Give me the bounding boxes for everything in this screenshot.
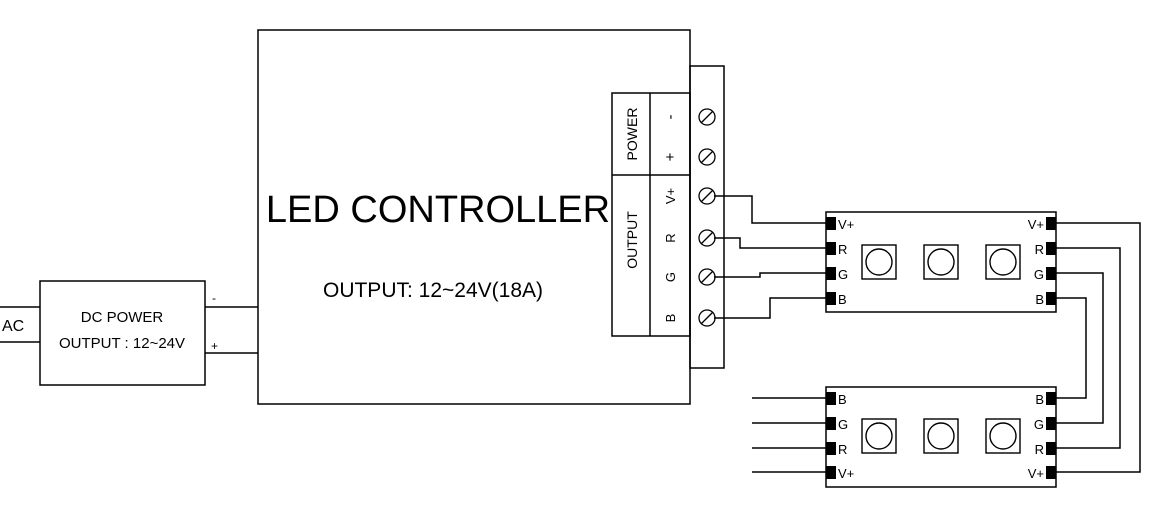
pin-label-g: G [663, 272, 678, 282]
bottom-left-pin-label: V+ [838, 466, 854, 481]
controller-to-strip-wires [714, 195, 826, 319]
led-chip-icon [985, 418, 1021, 454]
led-chip-icon [923, 418, 959, 454]
bottom-left-pin-label: G [838, 417, 848, 432]
ac-input: AC [0, 306, 40, 343]
led-chip-icon [985, 244, 1021, 280]
pad-top-left-g [826, 267, 836, 280]
pad-top-right-b [1046, 292, 1056, 305]
bottom-right-pin-label: B [1035, 392, 1044, 407]
dc-power-output: OUTPUT : 12~24V [59, 335, 185, 352]
top-right-pin-label: G [1034, 267, 1044, 282]
bottom-left-pin-label: R [838, 442, 847, 457]
screw-vplus-icon [698, 187, 716, 205]
screw-minus-icon [698, 108, 716, 126]
screw-plus-icon [698, 148, 716, 166]
top-left-pin-label: R [838, 242, 847, 257]
strip-link-wires [1056, 222, 1141, 473]
output-group-label: OUTPUT [624, 211, 640, 269]
pin-label-b: B [663, 314, 678, 323]
terminal-label-block: POWER OUTPUT - + V+ R G B [611, 92, 691, 337]
outgoing-wires [752, 397, 826, 473]
led-strip-bottom: B G R V+ B G R V+ [825, 386, 1057, 488]
screw-r-icon [698, 229, 716, 247]
screw-g-icon [698, 268, 716, 286]
pad-top-right-vplus [1046, 217, 1056, 230]
top-right-pin-label: B [1035, 292, 1044, 307]
pin-label-plus: + [662, 152, 679, 161]
led-chip-icon [923, 244, 959, 280]
led-chip-icon [861, 244, 897, 280]
pad-top-right-r [1046, 242, 1056, 255]
pad-top-left-r [826, 242, 836, 255]
led-strip-top: V+ R G B V+ R G B [825, 211, 1057, 313]
top-left-pin-label: B [838, 292, 847, 307]
pin-label-minus: - [662, 115, 679, 120]
pad-top-left-vplus [826, 217, 836, 230]
top-left-pin-label: G [838, 267, 848, 282]
pad-bottom-right-r [1046, 442, 1056, 455]
pad-top-right-g [1046, 267, 1056, 280]
bottom-left-pin-label: B [838, 392, 847, 407]
screw-b-icon [698, 309, 716, 327]
top-right-pin-label: R [1035, 242, 1044, 257]
pin-label-vplus: V+ [663, 188, 678, 204]
dc-plus-label: + [211, 339, 218, 353]
controller-output: OUTPUT: 12~24V(18A) [323, 279, 543, 302]
dc-to-controller-wires [205, 306, 258, 354]
top-right-pin-label: V+ [1028, 217, 1044, 232]
bottom-right-pin-label: V+ [1028, 466, 1044, 481]
dc-power-title: DC POWER [81, 309, 164, 326]
bottom-right-pin-label: R [1035, 442, 1044, 457]
controller-title: LED CONTROLLER [266, 189, 610, 231]
pad-top-left-b [826, 292, 836, 305]
pin-label-r: R [663, 233, 678, 242]
pad-bottom-right-b [1046, 392, 1056, 405]
terminal-screw-block [689, 65, 725, 369]
pad-bottom-left-b [826, 392, 836, 405]
power-group-label: POWER [624, 108, 640, 161]
top-left-pin-label: V+ [838, 217, 854, 232]
pad-bottom-left-g [826, 417, 836, 430]
pad-bottom-left-r [826, 442, 836, 455]
dc-power-supply: DC POWER OUTPUT : 12~24V - + [39, 280, 218, 386]
ac-label: AC [2, 318, 24, 335]
dc-minus-label: - [212, 291, 216, 305]
pad-bottom-right-vplus [1046, 466, 1056, 479]
pad-bottom-left-vplus [826, 466, 836, 479]
bottom-right-pin-label: G [1034, 417, 1044, 432]
pad-bottom-right-g [1046, 417, 1056, 430]
led-chip-icon [861, 418, 897, 454]
